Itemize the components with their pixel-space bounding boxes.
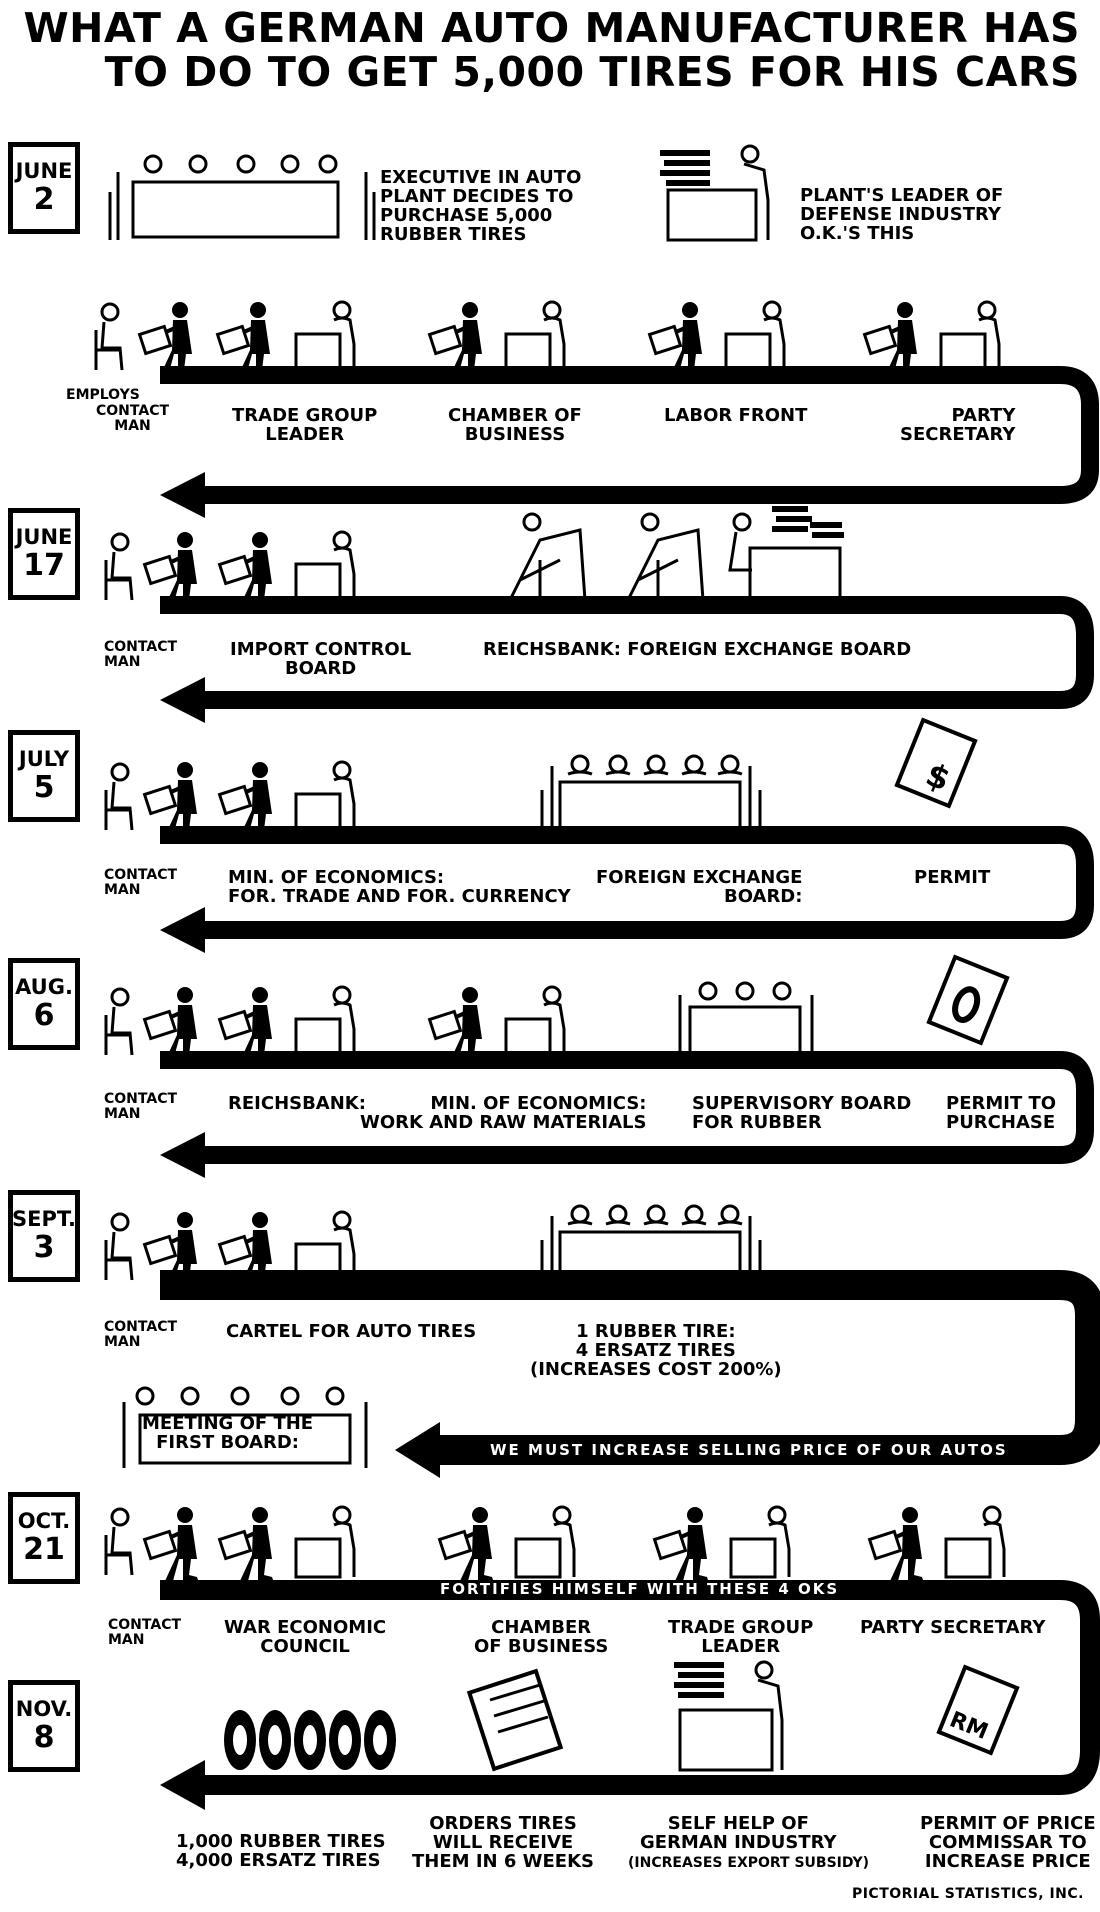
- executive-board-illustration: [108, 154, 376, 240]
- reichsbank-label: REICHSBANK:: [228, 1093, 366, 1114]
- increase-price-band: WE MUST INCREASE SELLING PRICE OF OUR AU…: [490, 1441, 1008, 1459]
- employs-label: EMPLOYS: [66, 387, 140, 403]
- recommendation-band-1: RECOMMENDATION: [262, 384, 453, 402]
- date-month: OCT.: [17, 1509, 71, 1533]
- row5-walkers: [104, 1204, 762, 1468]
- date-box-oct-21: OCT. 21: [8, 1492, 80, 1584]
- self-help-illustration: [674, 1660, 784, 1772]
- cartel-label: CARTEL FOR AUTO TIRES: [226, 1321, 477, 1342]
- date-box-june-17: JUNE 17: [8, 508, 80, 600]
- contact-man-label: CONTACT MAN: [96, 403, 170, 434]
- row6-walkers: [104, 1505, 1006, 1585]
- tire-count-label: 1,000 RUBBER TIRES 4,000 ERSATZ TIRES: [176, 1831, 386, 1871]
- price-commissar-label: PERMIT OF PRICE COMMISSAR TO INCREASE PR…: [920, 1813, 1096, 1872]
- date-day: 21: [23, 1532, 65, 1567]
- contact-man-label: CONTACT MAN: [104, 1091, 178, 1122]
- export-subsidy-label: (INCREASES EXPORT SUBSIDY): [628, 1855, 870, 1871]
- labor-front-label: LABOR FRONT: [664, 405, 808, 426]
- self-help-label: SELF HELP OF GERMAN INDUSTRY: [640, 1813, 837, 1853]
- tires-illustration: [224, 1710, 396, 1770]
- date-box-july-5: JULY 5: [8, 730, 80, 822]
- contact-man-label: CONTACT MAN: [104, 1319, 178, 1350]
- executive-label: EXECUTIVE IN AUTO PLANT DECIDES TO PURCH…: [380, 167, 582, 245]
- date-box-nov-8: NOV. 8: [8, 1680, 80, 1772]
- chamber-of-business-label: CHAMBER OF BUSINESS: [448, 405, 582, 445]
- date-month: SEPT.: [12, 1207, 76, 1231]
- foreign-exchange-board-label: FOREIGN EXCHANGE BOARD:: [596, 867, 803, 907]
- supervisory-board-label: SUPERVISORY BOARD FOR RUBBER: [692, 1093, 912, 1133]
- party-secretary-label: PARTY SECRETARY: [860, 1617, 1046, 1638]
- date-day: 17: [23, 548, 65, 583]
- import-control-board-label: IMPORT CONTROL BOARD: [230, 639, 412, 679]
- flow-band: [160, 366, 1100, 1810]
- date-day: 6: [33, 998, 55, 1033]
- plant-leader-label: PLANT'S LEADER OF DEFENSE INDUSTRY O.K.'…: [800, 185, 1004, 244]
- row2-walkers: [104, 506, 844, 610]
- first-board-illustration: [122, 1386, 368, 1468]
- reichsbank-fx-board-label: REICHSBANK: FOREIGN EXCHANGE BOARD: [483, 639, 912, 660]
- date-day: 5: [33, 770, 55, 805]
- meeting-first-board-label: MEETING OF THE FIRST BOARD:: [142, 1413, 314, 1453]
- chamber-of-business-label: CHAMBER OF BUSINESS: [474, 1617, 609, 1657]
- min-economics-work-label: MIN. OF ECONOMICS: WORK AND RAW MATERIAL…: [360, 1093, 647, 1133]
- date-month: AUG.: [15, 975, 73, 999]
- min-economics-trade-label: MIN. OF ECONOMICS: FOR. TRADE AND FOR. C…: [228, 867, 571, 907]
- party-secretary-label: PARTY SECRETARY: [900, 405, 1016, 445]
- contact-man-label: CONTACT MAN: [104, 867, 178, 898]
- plant-leader-illustration: [660, 144, 770, 242]
- date-box-june-2: JUNE 2: [8, 142, 80, 234]
- credit-line: PICTORIAL STATISTICS, INC.: [851, 1886, 1084, 1902]
- contact-man-label: CONTACT MAN: [108, 1617, 182, 1648]
- orders-tires-label: ORDERS TIRES WILL RECEIVE THEM IN 6 WEEK…: [412, 1813, 594, 1872]
- title-line-1: WHAT A GERMAN AUTO MANUFACTURER HAS: [23, 4, 1080, 52]
- fortifies-band: FORTIFIES HIMSELF WITH THESE 4 OKS: [440, 1580, 840, 1598]
- permit-to-purchase-label: PERMIT TO PURCHASE: [946, 1093, 1057, 1133]
- price-permit-illustration: RM: [936, 1665, 1020, 1755]
- permit-label: PERMIT: [914, 867, 991, 888]
- tire-ratio-label: 1 RUBBER TIRE: 4 ERSATZ TIRES (INCREASES…: [530, 1321, 782, 1380]
- date-month: JUNE: [15, 159, 73, 183]
- date-month: JULY: [18, 747, 70, 771]
- trade-group-leader-label: TRADE GROUP LEADER: [232, 405, 378, 445]
- recommendation-band-2: RECOMMENDATION: [710, 384, 901, 402]
- date-day: 3: [33, 1230, 55, 1265]
- date-day: 8: [33, 1720, 55, 1755]
- war-economic-council-label: WAR ECONOMIC COUNCIL: [224, 1617, 387, 1657]
- row4-walkers: [104, 955, 1010, 1065]
- date-box-aug-6: AUG. 6: [8, 958, 80, 1050]
- date-box-sept-3: SEPT. 3: [8, 1190, 80, 1282]
- row3-walkers: $: [104, 718, 978, 840]
- trade-group-leader-label: TRADE GROUP LEADER: [668, 1617, 814, 1657]
- title-line-2: TO DO TO GET 5,000 TIRES FOR HIS CARS: [104, 48, 1080, 96]
- date-month: NOV.: [15, 1697, 73, 1721]
- contact-man-label: CONTACT MAN: [104, 639, 178, 670]
- order-form-illustration: [466, 1668, 564, 1772]
- date-month: JUNE: [15, 525, 73, 549]
- date-day: 2: [33, 182, 55, 217]
